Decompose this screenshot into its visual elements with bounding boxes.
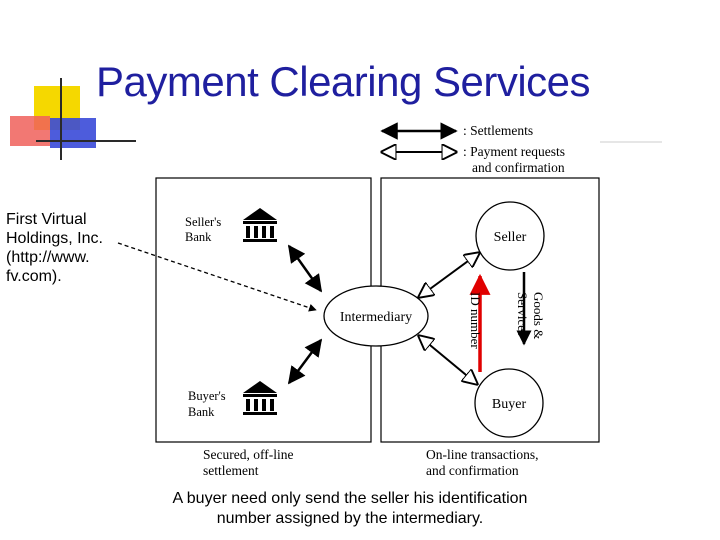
payment-arrow-seller [419,253,479,297]
sellers-bank-label-1: Seller's [185,215,221,229]
settlement-arrow-sellers-bank [287,244,323,293]
id-number-label: ID number [468,292,483,349]
buyer-node [474,368,544,438]
caption: A buyer need only send the seller his id… [120,489,580,529]
bank-icon [243,208,277,242]
seller-node [475,201,545,271]
offline-zone-label-2: settlement [203,463,259,478]
legend-payment-label-1: : Payment requests [463,144,565,159]
intermediary-node [323,285,429,347]
buyers-bank-label-2: Bank [188,405,215,419]
bank-icon [243,381,277,415]
annotation-line: (http://www. [6,249,90,266]
seller-label: Seller [494,230,527,245]
caption-line: A buyer need only send the seller his id… [172,490,528,507]
caption-line: number assigned by the intermediary. [216,510,484,527]
page-title: Payment Clearing Services [96,58,591,105]
annotation-line: First Virtual [6,211,87,228]
settlement-arrow-buyers-bank [287,338,323,385]
deco-blue-square [50,118,96,148]
annotation-text: First Virtual Holdings, Inc. (http://www… [6,210,146,286]
annotation-line: Holdings, Inc. [6,230,103,247]
goods-services-label-1: Goods & [531,292,546,339]
buyer-label: Buyer [492,397,527,412]
buyers-bank-label-1: Buyer's [188,389,226,403]
goods-services-label-2: Services [515,292,530,336]
offline-zone-label-1: Secured, off-line [203,447,293,462]
legend-payment-label-2: and confirmation [472,160,565,175]
legend-settlements-label: : Settlements [463,123,533,138]
sellers-bank-label-2: Bank [185,230,212,244]
intermediary-label: Intermediary [340,310,412,325]
annotation-pointer-line [117,242,317,312]
deco-horizontal-line [36,140,136,142]
deco-vertical-line [60,78,62,160]
online-zone-label-1: On-line transactions, [426,447,538,462]
annotation-line: fv.com). [6,268,62,285]
payment-arrow-buyer [419,336,477,384]
online-zone-label-2: and confirmation [426,463,519,478]
